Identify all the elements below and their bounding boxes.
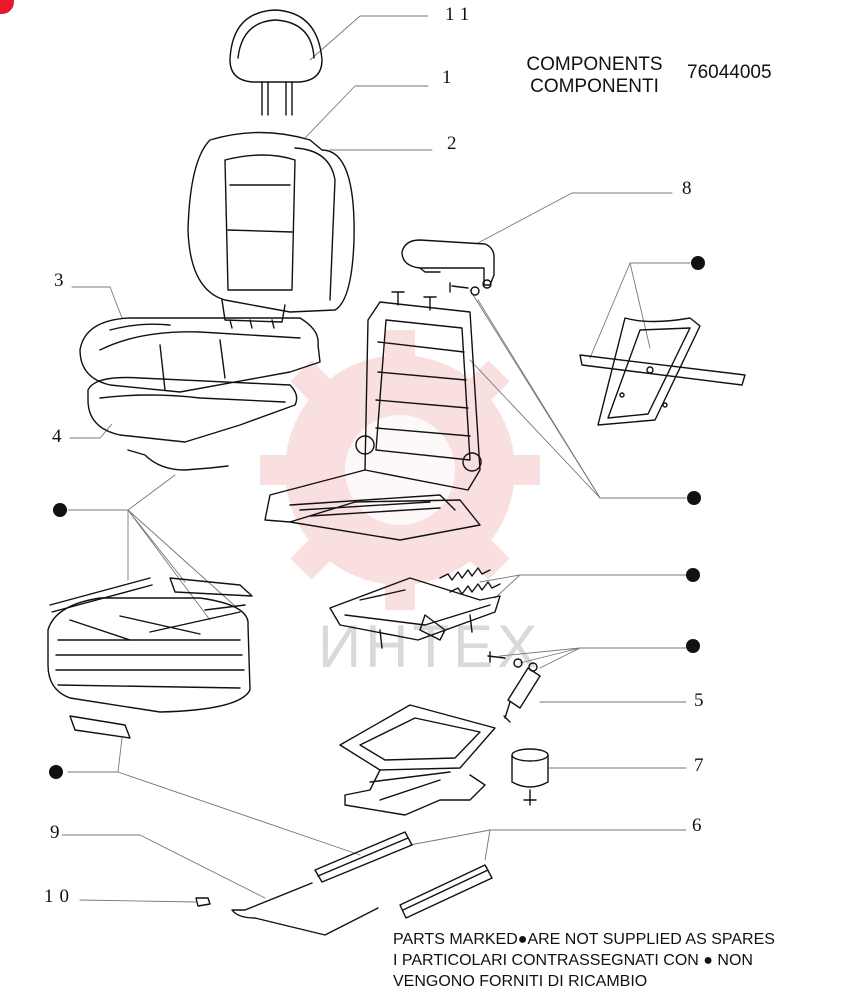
- callout-8: 8: [682, 178, 698, 199]
- springs-part: [439, 567, 501, 595]
- slide-mechanism-part: [329, 577, 501, 649]
- marker-dot-icon: ●: [703, 952, 713, 969]
- note-line-3: VENGONO FORNITI DI RICAMBIO: [393, 973, 648, 990]
- callout-9: 9: [50, 822, 66, 843]
- callout-11: 11: [445, 4, 476, 25]
- callout-5: 5: [694, 690, 710, 711]
- scissor-lift-part: [339, 704, 496, 816]
- spares-note: PARTS MARKED●ARE NOT SUPPLIED AS SPARES …: [393, 929, 843, 992]
- seat-cushion-part: [79, 317, 321, 393]
- damper-part: [511, 748, 549, 806]
- reference-markers: [49, 256, 705, 779]
- armrest-part: [401, 239, 495, 296]
- side-bracket-part: [579, 317, 746, 426]
- part-number: 76044005: [687, 62, 772, 83]
- marker-dot-icon: [49, 765, 63, 779]
- marker-dot-icon: [686, 639, 700, 653]
- lever-rod-part: [231, 882, 379, 936]
- callout-1: 1: [442, 67, 458, 88]
- callout-2: 2: [447, 133, 463, 154]
- callout-7: 7: [694, 755, 710, 776]
- callout-6: 6: [692, 815, 708, 836]
- marker-dot-icon: [53, 503, 67, 517]
- lower-cushion-part: [87, 376, 298, 443]
- backrest-part: [187, 131, 355, 329]
- pin-part: [195, 897, 211, 907]
- page-title-line2: COMPONENTI: [530, 76, 659, 97]
- support-rod-part: [127, 449, 229, 471]
- marker-dot-icon: [687, 491, 701, 505]
- suspension-base-part: [47, 577, 253, 739]
- slide-rails-part: [314, 831, 493, 919]
- marker-dot-icon: [691, 256, 705, 270]
- callout-10: 10: [44, 886, 75, 907]
- leader-lines: [61, 15, 691, 903]
- note-line-2: I PARTICOLARI CONTRASSEGNATI CON ● NON: [393, 952, 753, 969]
- note-line-1: PARTS MARKED●ARE NOT SUPPLIED AS SPARES: [393, 931, 775, 948]
- headrest-part: [229, 9, 323, 116]
- marker-dot-icon: ●: [517, 931, 528, 948]
- page-title-line1: COMPONENTS: [526, 54, 663, 75]
- callout-3: 3: [54, 270, 70, 291]
- callout-4: 4: [52, 426, 68, 447]
- marker-dot-icon: [686, 568, 700, 582]
- seat-frame-part: [264, 291, 482, 541]
- gas-spring-part: [503, 667, 541, 723]
